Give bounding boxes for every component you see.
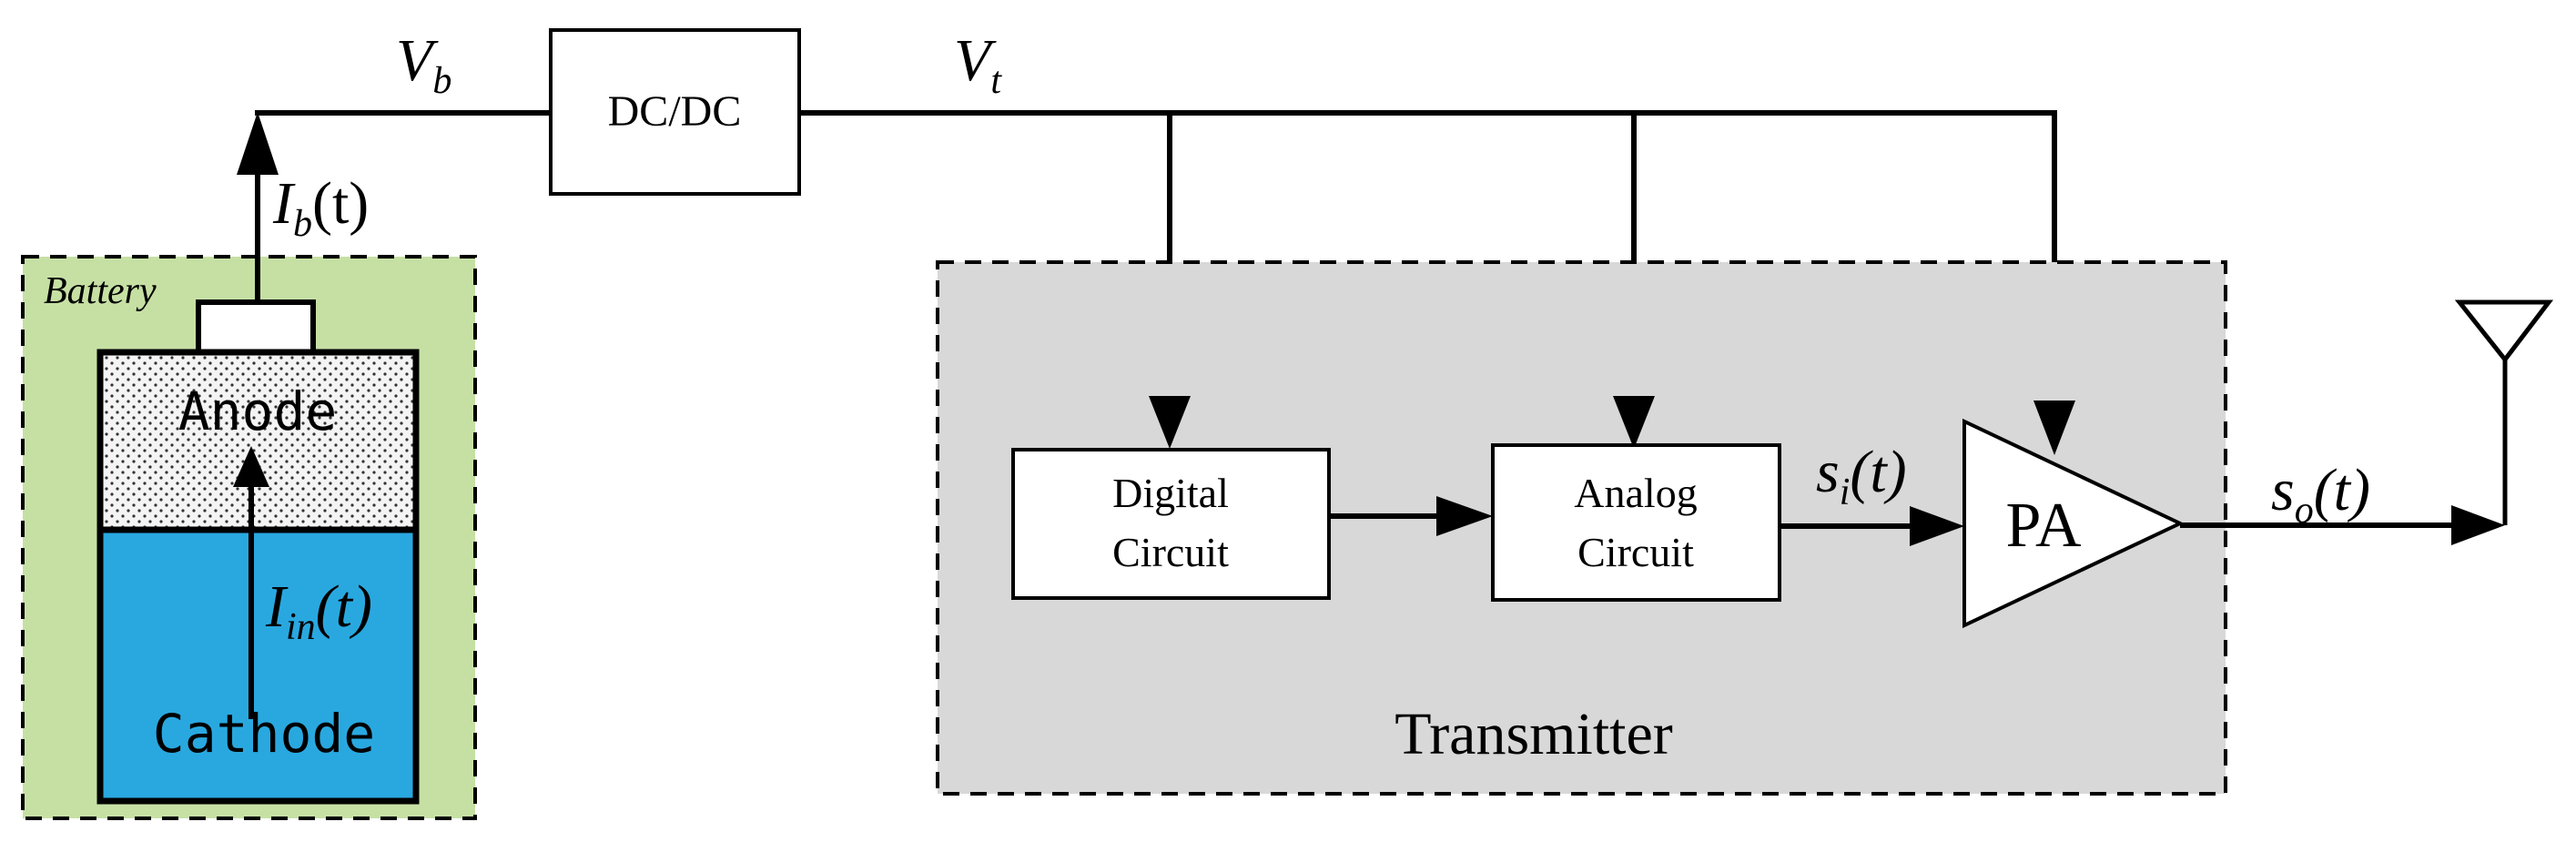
internal-current-label: Iin(t) xyxy=(265,573,372,648)
transmitter-group: Transmitter Digital Circuit Analog Circu… xyxy=(936,260,2227,796)
so-arg: (t) xyxy=(2314,457,2370,523)
digital-circuit-line2: Circuit xyxy=(1112,529,1229,575)
cathode-label: Cathode xyxy=(153,703,375,765)
analog-supply-arrowhead xyxy=(1613,396,1655,449)
battery-group: Battery Anode Cathode Iin(t) Ib(t) xyxy=(21,112,477,820)
battery-current-arg: (t) xyxy=(312,170,369,237)
battery-output-arrowhead xyxy=(237,112,279,175)
so-symbol: s xyxy=(2271,457,2295,523)
antenna-icon xyxy=(2454,299,2554,525)
si-arg: (t) xyxy=(1850,439,1906,505)
analog-circuit-line2: Circuit xyxy=(1577,529,1694,575)
si-label: si(t) xyxy=(1816,439,1907,513)
power-amplifier-triangle xyxy=(1962,418,2185,629)
analog-circuit-line1: Analog xyxy=(1574,470,1697,516)
so-label: so(t) xyxy=(2271,457,2370,532)
pa-output-arrowhead xyxy=(2451,505,2505,545)
anode-region xyxy=(96,349,420,533)
internal-current-symbol: I xyxy=(265,573,289,640)
internal-current-arrowhead xyxy=(233,446,269,487)
vb-sub: b xyxy=(432,60,451,102)
battery-terminal xyxy=(196,299,316,355)
battery-current-label: Ib(t) xyxy=(272,170,369,245)
vb-label: Vb xyxy=(396,27,451,102)
transmitter-label: Transmitter xyxy=(1394,701,1673,767)
digital-circuit-line1: Digital xyxy=(1112,470,1229,516)
vb-symbol: V xyxy=(396,27,439,94)
anode-label: Anode xyxy=(178,380,338,442)
vt-label: Vt xyxy=(954,27,1002,102)
battery-current-symbol: I xyxy=(272,170,296,237)
battery-current-sub: b xyxy=(293,203,312,245)
analog-circuit-box xyxy=(1491,443,1781,602)
dcdc-converter-label: DC/DC xyxy=(608,87,742,136)
pa-supply-arrowhead xyxy=(2033,401,2075,455)
digital-supply-arrowhead xyxy=(1149,396,1191,449)
digital-to-analog-arrowhead xyxy=(1436,496,1493,536)
internal-current-sub: in xyxy=(286,606,316,648)
internal-current-arg: (t) xyxy=(316,573,372,640)
si-symbol: s xyxy=(1816,439,1840,505)
digital-circuit-box xyxy=(1011,448,1331,600)
so-sub: o xyxy=(2295,490,2314,532)
analog-to-pa-arrowhead xyxy=(1910,506,1964,546)
cathode-region xyxy=(96,526,420,805)
vt-sub: t xyxy=(990,60,1002,102)
si-sub: i xyxy=(1840,472,1851,513)
output-group: so(t) xyxy=(2180,299,2554,545)
vt-symbol: V xyxy=(954,27,997,94)
power-amplifier-label: PA xyxy=(2005,491,2082,561)
battery-label: Battery xyxy=(44,270,157,312)
